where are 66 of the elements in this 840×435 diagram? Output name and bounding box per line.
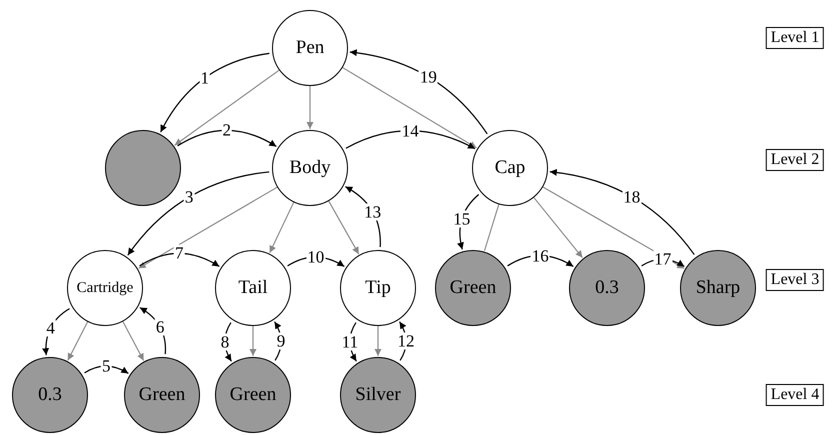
node-label: 0.3 — [595, 277, 619, 299]
node-label: 0.3 — [38, 384, 62, 406]
arrow — [345, 186, 381, 248]
arrow — [550, 169, 695, 255]
arrow — [269, 202, 294, 253]
tree-node-circle — [272, 130, 348, 206]
node-label: Cap — [494, 157, 526, 179]
level-label: Level 4 — [766, 384, 824, 406]
arrow — [306, 86, 314, 129]
node-label: Silver — [355, 384, 401, 406]
arrow — [177, 130, 277, 147]
edge-label: 14 — [400, 122, 420, 140]
arrow — [160, 52, 270, 132]
node-label: Green — [450, 277, 496, 299]
arrow — [346, 130, 476, 150]
arrow — [224, 322, 232, 362]
arrow — [287, 256, 345, 267]
arrow — [399, 321, 407, 361]
tree-node-circle — [105, 130, 181, 206]
node-label: Tail — [238, 277, 268, 299]
node-label: Body — [289, 157, 331, 179]
edge-label: 13 — [363, 203, 382, 220]
arrow — [641, 258, 685, 267]
edge-label: 3 — [184, 188, 194, 206]
arrow — [374, 326, 382, 356]
edge-label: 10 — [306, 248, 326, 266]
edge-label: 11 — [340, 333, 360, 350]
level-label: Level 1 — [766, 27, 824, 49]
node-label: Green — [230, 384, 276, 406]
node-label: Pen — [296, 37, 324, 59]
tree-node-circle — [215, 250, 291, 326]
edge-label: 15 — [452, 210, 472, 228]
edge-label: 18 — [622, 188, 642, 206]
edge-label: 6 — [154, 318, 166, 336]
arrow — [140, 307, 166, 354]
arrow — [349, 322, 357, 362]
arrow — [84, 366, 129, 374]
arrow — [533, 197, 583, 258]
tree-node-circle — [340, 250, 416, 326]
arrow — [127, 171, 270, 256]
arrow — [67, 322, 88, 361]
level-label: Level 2 — [766, 149, 824, 171]
node-label: Green — [138, 384, 186, 406]
node-label: Tip — [365, 277, 391, 299]
arrow — [342, 67, 477, 148]
arrow — [457, 194, 480, 250]
arrow — [122, 321, 144, 361]
edge-label: 19 — [418, 68, 438, 86]
edge-label: 12 — [396, 332, 416, 350]
arrow — [250, 326, 256, 356]
tree-node-circle — [472, 130, 548, 206]
arrow — [328, 200, 360, 254]
tree-node-circle — [67, 250, 143, 326]
edge-label: 4 — [45, 319, 56, 336]
arrow — [542, 186, 684, 269]
arrow — [174, 70, 280, 146]
arrow — [138, 186, 278, 269]
edge-label: 5 — [100, 358, 112, 375]
node-label: Cartridge — [76, 280, 134, 296]
arrow — [139, 252, 220, 267]
level-label: Level 3 — [766, 269, 824, 291]
edge-label: 16 — [530, 247, 550, 264]
node-label: Sharp — [696, 277, 740, 299]
edge-label: 9 — [276, 332, 286, 350]
edge-label: 8 — [220, 333, 230, 350]
arrow — [350, 49, 488, 134]
